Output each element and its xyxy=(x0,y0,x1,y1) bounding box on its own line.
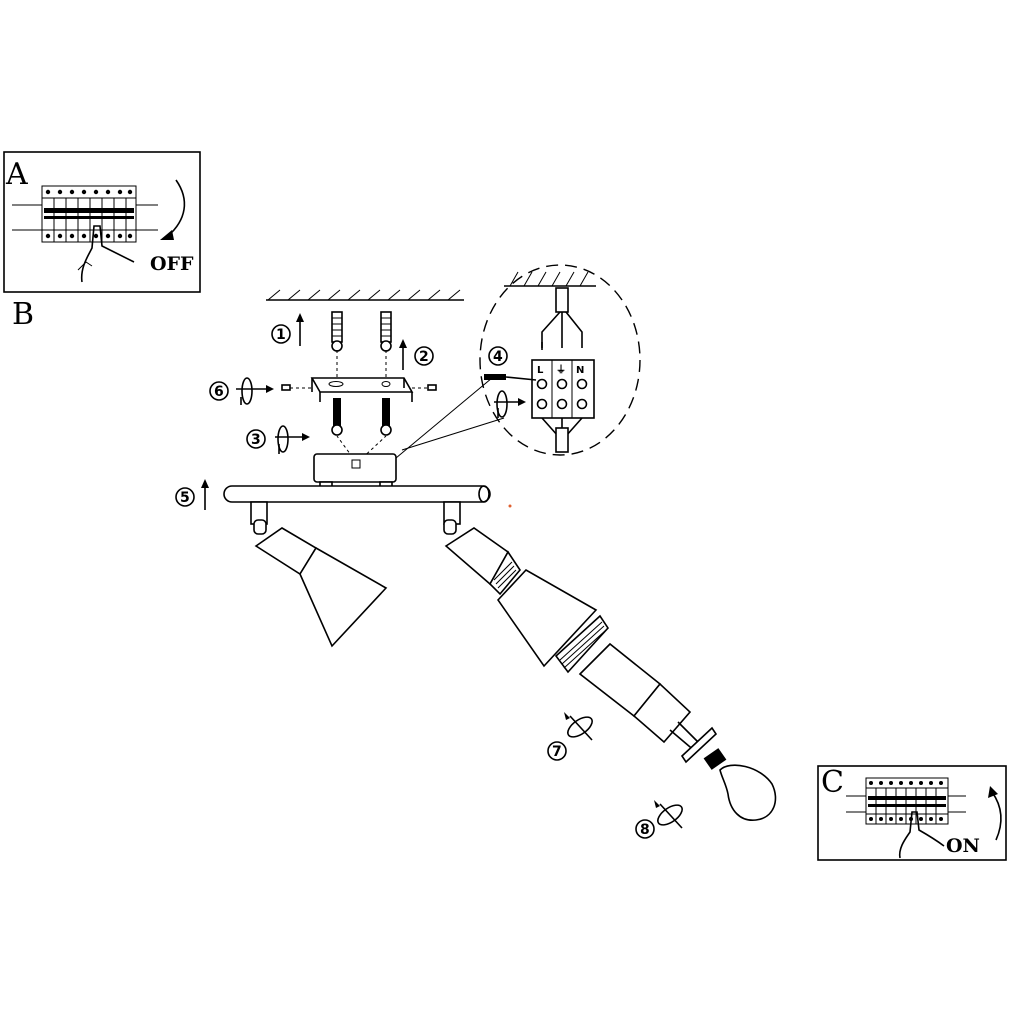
step-6-marker: 6 xyxy=(209,377,274,405)
curved-arrow-up-icon xyxy=(991,791,1002,841)
spotlight-right xyxy=(443,501,718,764)
curved-arrow-down-icon xyxy=(167,179,186,237)
rotate-icon xyxy=(654,800,683,829)
canopy xyxy=(313,453,397,488)
panel-c: C ON xyxy=(817,765,1007,861)
lamp-shade xyxy=(496,568,598,668)
mounting-bracket xyxy=(310,350,414,402)
step-7-marker: 7 xyxy=(547,712,593,761)
ceiling xyxy=(266,289,464,301)
wall-plug-left xyxy=(331,311,343,352)
long-screw-right xyxy=(380,398,392,436)
terminal-label-l: L xyxy=(537,365,544,376)
long-screw-left xyxy=(331,398,343,436)
rotate-screw-icon xyxy=(494,390,526,418)
panel-a-switch-label: OFF xyxy=(150,253,194,275)
spotlight-left xyxy=(250,501,388,648)
step-2-marker: 2 xyxy=(399,339,434,370)
step-2-number: 2 xyxy=(419,349,429,365)
panel-a: A OFF xyxy=(3,151,201,293)
wall-plug-right xyxy=(380,311,392,352)
step-7-number: 7 xyxy=(552,744,562,760)
step-5-number: 5 xyxy=(180,490,190,506)
step-3-marker: 3 xyxy=(246,425,310,454)
rotate-screw-icon xyxy=(275,425,310,454)
socket-plate xyxy=(680,726,718,764)
light-bar xyxy=(223,485,491,503)
hand-icon xyxy=(80,225,135,283)
terminal-label-n: N xyxy=(576,365,584,376)
step-4-number: 4 xyxy=(493,349,503,365)
detail-circle xyxy=(479,264,641,456)
breaker-box-icon xyxy=(846,777,966,825)
hand-icon xyxy=(898,811,945,859)
terminal-label-earth: ⏚ xyxy=(556,364,566,376)
panel-a-frame xyxy=(3,151,201,293)
step-8-marker: 8 xyxy=(635,800,683,839)
rotate-icon xyxy=(564,712,593,741)
bracket-side-screws xyxy=(281,384,437,391)
rotate-screw-icon xyxy=(236,377,274,405)
panel-c-switch-label: ON xyxy=(946,835,980,857)
marker-dot xyxy=(508,504,512,508)
step-1-number: 1 xyxy=(276,327,286,343)
terminal-detail: L ⏚ N 4 xyxy=(479,264,641,456)
step-6-number: 6 xyxy=(214,384,224,400)
step-8-number: 8 xyxy=(640,822,650,838)
breaker-box-icon xyxy=(12,185,158,243)
step-1-marker: 1 xyxy=(271,313,304,346)
light-bulb-icon xyxy=(703,748,777,821)
panel-c-letter: C xyxy=(821,765,844,800)
panel-c-frame xyxy=(817,765,1007,861)
panel-b-letter: B xyxy=(12,297,34,332)
step-3-number: 3 xyxy=(251,432,261,448)
step-5-marker: 5 xyxy=(175,479,209,510)
panel-a-letter: A xyxy=(5,157,28,192)
screwdriver-icon xyxy=(484,374,537,381)
